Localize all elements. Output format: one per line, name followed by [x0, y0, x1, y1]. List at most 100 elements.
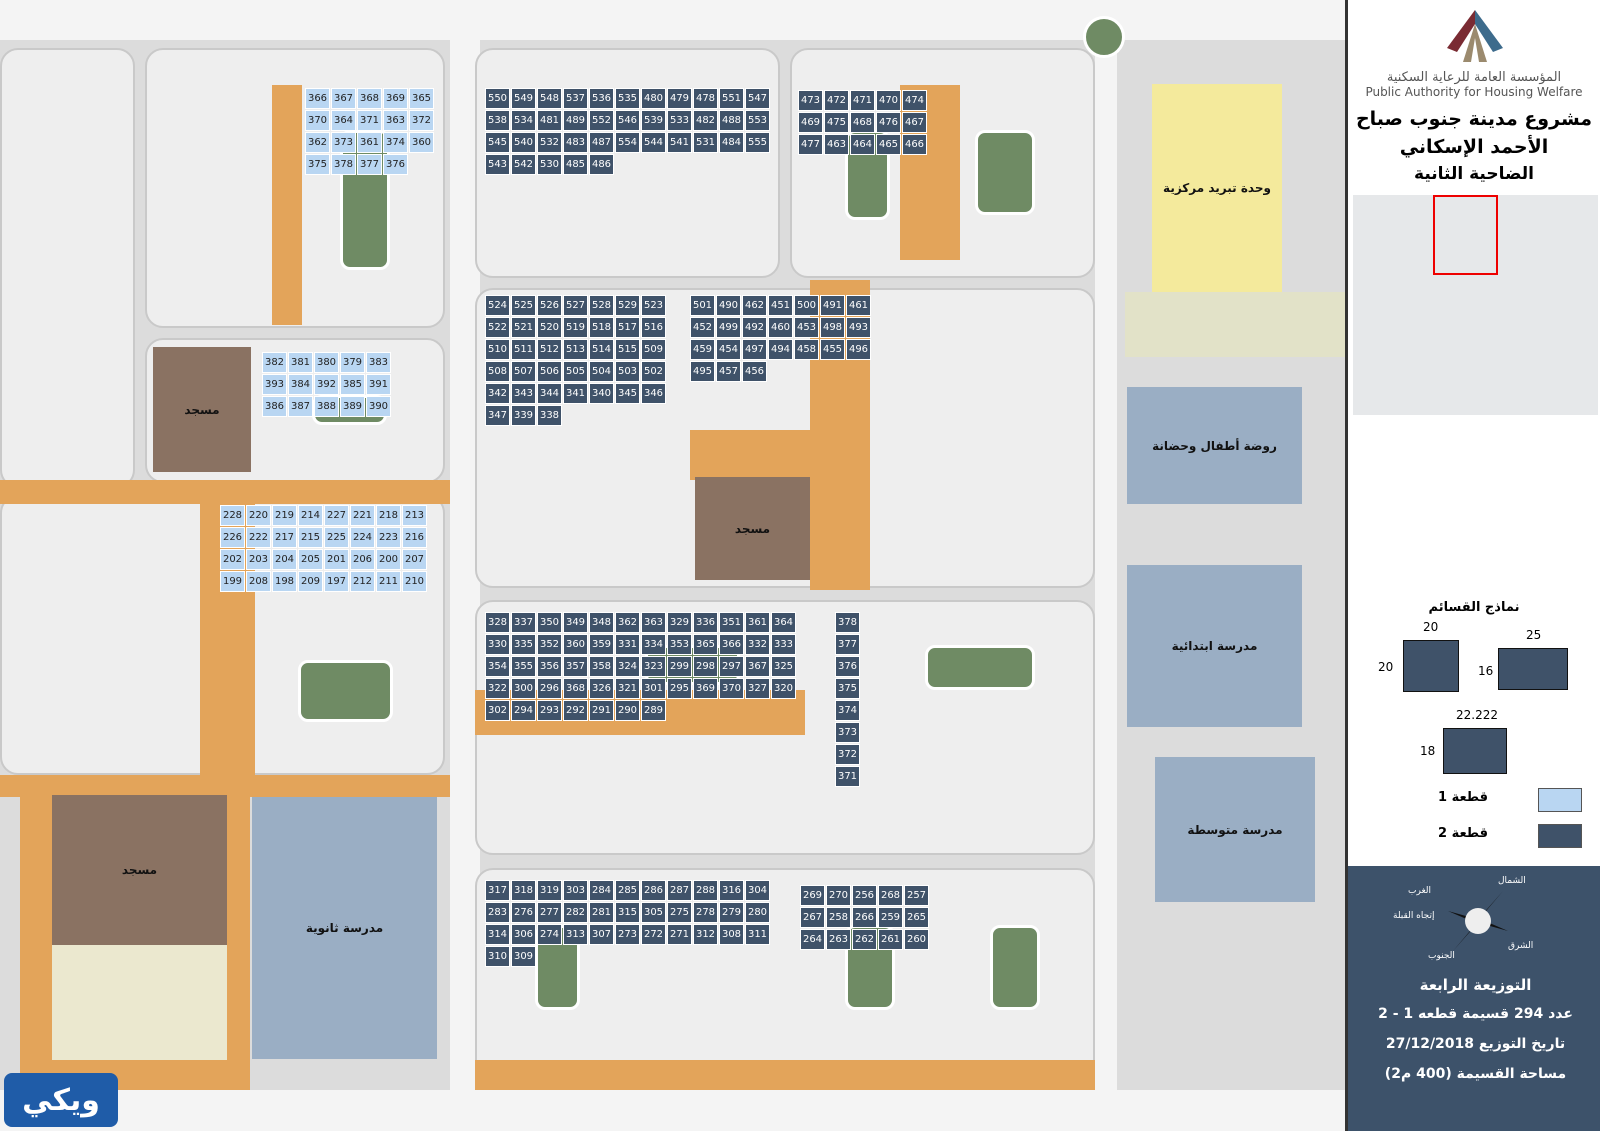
- plot-361[interactable]: 361: [357, 132, 382, 153]
- plot-342[interactable]: 342: [485, 383, 510, 404]
- plot-277[interactable]: 277: [537, 902, 562, 923]
- plot-339[interactable]: 339: [511, 405, 536, 426]
- plot-380[interactable]: 380: [314, 352, 339, 373]
- plot-355[interactable]: 355: [511, 656, 536, 677]
- plot-451[interactable]: 451: [768, 295, 793, 316]
- plot-383[interactable]: 383: [366, 352, 391, 373]
- plot-554[interactable]: 554: [615, 132, 640, 153]
- plot-474[interactable]: 474: [902, 90, 927, 111]
- plot-319[interactable]: 319: [537, 880, 562, 901]
- plot-381[interactable]: 381: [288, 352, 313, 373]
- plot-328[interactable]: 328: [485, 612, 510, 633]
- plot-546[interactable]: 546: [615, 110, 640, 131]
- plot-316[interactable]: 316: [719, 880, 744, 901]
- plot-456[interactable]: 456: [742, 361, 767, 382]
- plot-548[interactable]: 548: [537, 88, 562, 109]
- plot-369[interactable]: 369: [383, 88, 408, 109]
- plot-368[interactable]: 368: [563, 678, 588, 699]
- plot-461[interactable]: 461: [846, 295, 871, 316]
- plot-343[interactable]: 343: [511, 383, 536, 404]
- plot-357[interactable]: 357: [563, 656, 588, 677]
- plot-487[interactable]: 487: [589, 132, 614, 153]
- plot-466[interactable]: 466: [902, 134, 927, 155]
- plot-259[interactable]: 259: [878, 907, 903, 928]
- plot-276[interactable]: 276: [511, 902, 536, 923]
- plot-335[interactable]: 335: [511, 634, 536, 655]
- plot-497[interactable]: 497: [742, 339, 767, 360]
- plot-223[interactable]: 223: [376, 527, 401, 548]
- plot-261[interactable]: 261: [878, 929, 903, 950]
- plot-358[interactable]: 358: [589, 656, 614, 677]
- plot-502[interactable]: 502: [641, 361, 666, 382]
- plot-288[interactable]: 288: [693, 880, 718, 901]
- plot-295[interactable]: 295: [667, 678, 692, 699]
- plot-377[interactable]: 377: [835, 634, 860, 655]
- plot-475[interactable]: 475: [824, 112, 849, 133]
- plot-479[interactable]: 479: [667, 88, 692, 109]
- plot-301[interactable]: 301: [641, 678, 666, 699]
- plot-270[interactable]: 270: [826, 885, 851, 906]
- plot-360[interactable]: 360: [563, 634, 588, 655]
- plot-465[interactable]: 465: [876, 134, 901, 155]
- plot-514[interactable]: 514: [589, 339, 614, 360]
- plot-326[interactable]: 326: [589, 678, 614, 699]
- plot-336[interactable]: 336: [693, 612, 718, 633]
- plot-372[interactable]: 372: [835, 744, 860, 765]
- plot-488[interactable]: 488: [719, 110, 744, 131]
- plot-352[interactable]: 352: [537, 634, 562, 655]
- plot-265[interactable]: 265: [904, 907, 929, 928]
- plot-283[interactable]: 283: [485, 902, 510, 923]
- plot-458[interactable]: 458: [794, 339, 819, 360]
- plot-457[interactable]: 457: [716, 361, 741, 382]
- plot-509[interactable]: 509: [641, 339, 666, 360]
- plot-219[interactable]: 219: [272, 505, 297, 526]
- plot-280[interactable]: 280: [745, 902, 770, 923]
- plot-540[interactable]: 540: [511, 132, 536, 153]
- plot-367[interactable]: 367: [745, 656, 770, 677]
- plot-371[interactable]: 371: [357, 110, 382, 131]
- plot-330[interactable]: 330: [485, 634, 510, 655]
- plot-275[interactable]: 275: [667, 902, 692, 923]
- plot-371[interactable]: 371: [835, 766, 860, 787]
- plot-553[interactable]: 553: [745, 110, 770, 131]
- plot-485[interactable]: 485: [563, 154, 588, 175]
- plot-470[interactable]: 470: [876, 90, 901, 111]
- plot-376[interactable]: 376: [383, 154, 408, 175]
- plot-345[interactable]: 345: [615, 383, 640, 404]
- plot-489[interactable]: 489: [563, 110, 588, 131]
- plot-454[interactable]: 454: [716, 339, 741, 360]
- plot-354[interactable]: 354: [485, 656, 510, 677]
- plot-492[interactable]: 492: [742, 317, 767, 338]
- plot-299[interactable]: 299: [667, 656, 692, 677]
- plot-294[interactable]: 294: [511, 700, 536, 721]
- plot-284[interactable]: 284: [589, 880, 614, 901]
- plot-513[interactable]: 513: [563, 339, 588, 360]
- plot-334[interactable]: 334: [641, 634, 666, 655]
- plot-462[interactable]: 462: [742, 295, 767, 316]
- plot-503[interactable]: 503: [615, 361, 640, 382]
- plot-460[interactable]: 460: [768, 317, 793, 338]
- plot-364[interactable]: 364: [331, 110, 356, 131]
- plot-376[interactable]: 376: [835, 656, 860, 677]
- plot-480[interactable]: 480: [641, 88, 666, 109]
- plot-367[interactable]: 367: [331, 88, 356, 109]
- plot-535[interactable]: 535: [615, 88, 640, 109]
- plot-225[interactable]: 225: [324, 527, 349, 548]
- plot-516[interactable]: 516: [641, 317, 666, 338]
- plot-505[interactable]: 505: [563, 361, 588, 382]
- plot-483[interactable]: 483: [563, 132, 588, 153]
- plot-471[interactable]: 471: [850, 90, 875, 111]
- plot-486[interactable]: 486: [589, 154, 614, 175]
- plot-269[interactable]: 269: [800, 885, 825, 906]
- plot-499[interactable]: 499: [716, 317, 741, 338]
- plot-501[interactable]: 501: [690, 295, 715, 316]
- plot-495[interactable]: 495: [690, 361, 715, 382]
- plot-200[interactable]: 200: [376, 549, 401, 570]
- plot-525[interactable]: 525: [511, 295, 536, 316]
- plot-256[interactable]: 256: [852, 885, 877, 906]
- plot-473[interactable]: 473: [798, 90, 823, 111]
- plot-264[interactable]: 264: [800, 929, 825, 950]
- plot-228[interactable]: 228: [220, 505, 245, 526]
- plot-389[interactable]: 389: [340, 396, 365, 417]
- plot-222[interactable]: 222: [246, 527, 271, 548]
